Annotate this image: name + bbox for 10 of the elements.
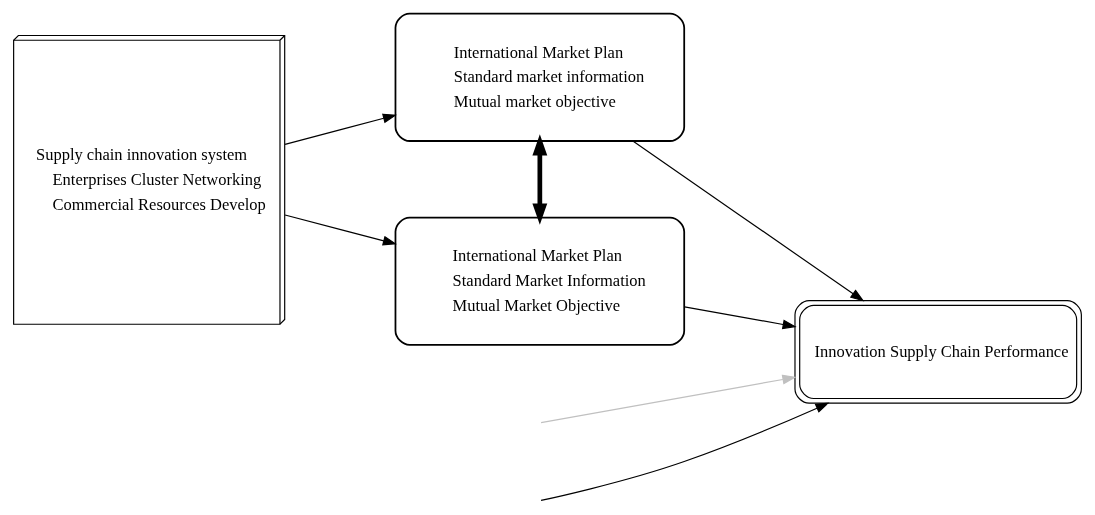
arrow [540,374,797,424]
arrow [284,214,397,246]
arrow [284,113,397,145]
arrow [532,134,548,225]
node-box: International Market Plan Standard Market Information Mutual Market Objective [394,216,686,346]
node-box: International Market Plan Standard market information Mutual market objective [394,12,686,142]
arrow [632,140,865,302]
arrow [683,306,797,330]
arrow [540,402,830,501]
node-box: Innovation Supply Chain Performance [794,300,1082,404]
